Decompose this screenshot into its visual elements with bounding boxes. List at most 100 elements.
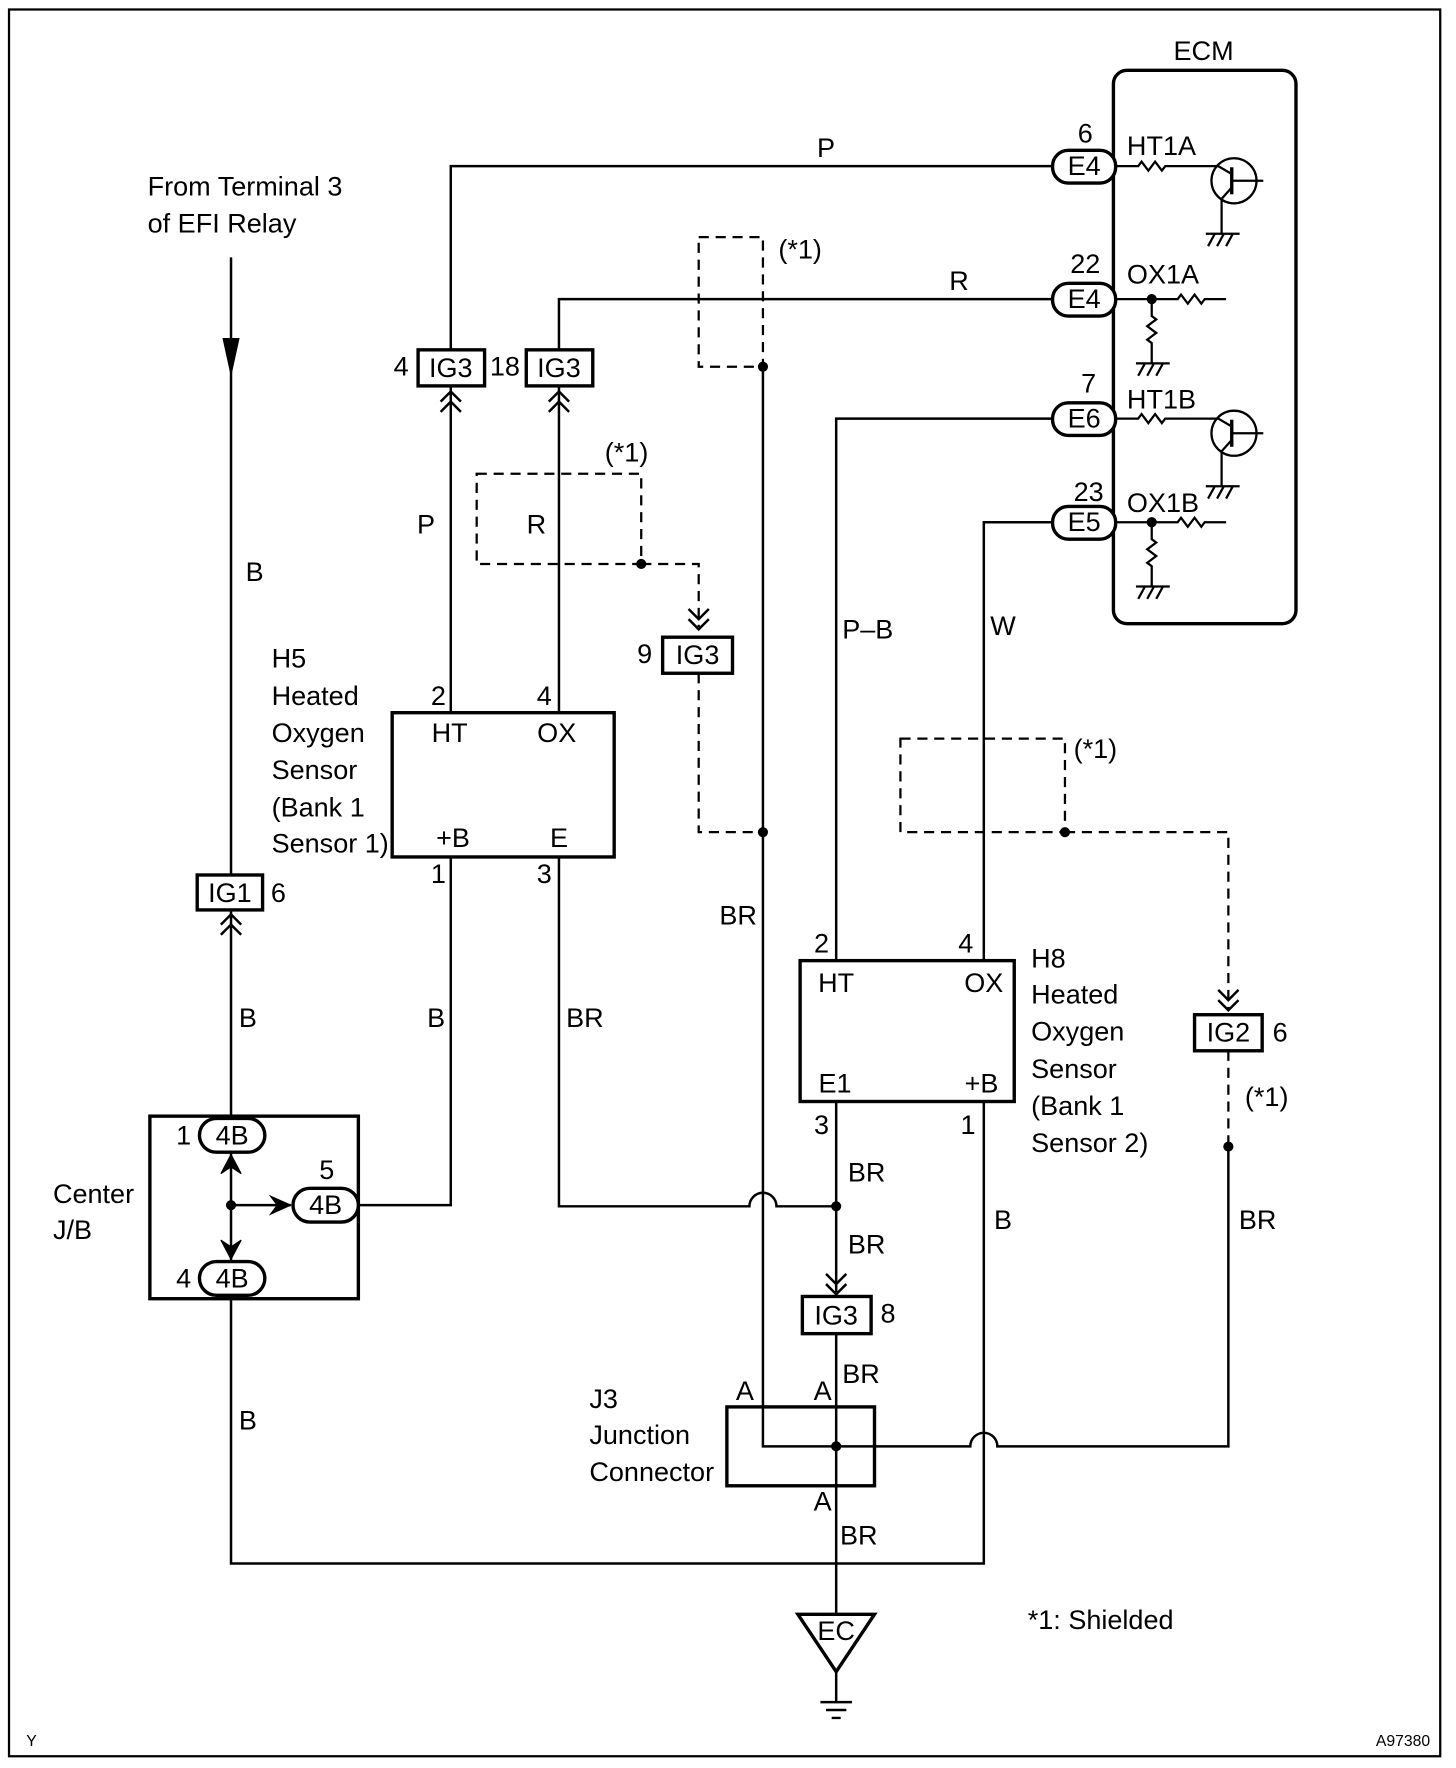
h5-pin-e: 3 [537, 859, 552, 889]
h5-sensor-box [390, 711, 616, 859]
shield-upper-outline [697, 236, 765, 368]
h8-pin-plus-b: 1 [961, 1110, 976, 1140]
wire-color-ecm-ox1a: R [949, 266, 969, 296]
h8-terminal-plus-b: +B [965, 1068, 999, 1098]
wire-shield-drain [761, 366, 1230, 1448]
h5-name-line3: Sensor [272, 755, 358, 785]
h8-sensor-box [798, 958, 1016, 1104]
page-border [7, 8, 1442, 1758]
shield-h8-drain [1064, 831, 1230, 1011]
wire-color-ig3-8-out: BR [842, 1359, 880, 1389]
wire-color-jb-to-ground: B [239, 1405, 257, 1435]
wire-color-h8-ox: W [990, 611, 1016, 641]
connector-ig3-18-label: IG3 [537, 353, 581, 383]
center-jb-connector-1-label: 4B [216, 1120, 249, 1150]
h5-terminal-ox: OX [537, 718, 576, 748]
connector-chevron-icon [439, 389, 462, 413]
j3-pin: A [814, 1376, 832, 1406]
center-jb-connector-1-pin: 1 [176, 1120, 191, 1150]
connector-ig3-4-box [416, 348, 487, 388]
transistor-leads [1217, 417, 1264, 487]
wire-color-h8-plus-b: B [994, 1205, 1012, 1235]
wire-jb-to-h8-plus-b [229, 1101, 986, 1565]
shield-mark: (*1) [1245, 1082, 1289, 1112]
wire-color-h8-ht: P–B [842, 614, 893, 644]
j3-junction-connector-box [725, 1405, 877, 1488]
h8-terminal-ox: OX [964, 968, 1003, 998]
junction-dot [831, 1441, 842, 1452]
connector-ig1-pin: 6 [271, 878, 286, 908]
connector-ig1-label: IG1 [208, 878, 252, 908]
junction-dot [225, 1200, 237, 1211]
h8-name-line4: (Bank 1 [1031, 1091, 1124, 1121]
source-label-line2: of EFI Relay [148, 209, 297, 239]
h5-pin-ox: 4 [537, 681, 552, 711]
figure-id: A97380 [1376, 1733, 1431, 1750]
h8-name-line1: Heated [1031, 979, 1118, 1009]
h8-name-line5: Sensor 2) [1031, 1128, 1148, 1158]
resistor-icon [1115, 515, 1227, 529]
wire-color-relay-feed: B [246, 557, 264, 587]
center-jb-connector-4-pin: 4 [176, 1263, 191, 1293]
j3-pin: A [814, 1487, 832, 1517]
connector-ig3-4-label: IG3 [429, 353, 473, 383]
h5-name-line5: Sensor 1) [272, 828, 389, 858]
arrow-down-icon [220, 1239, 242, 1261]
center-jb-connector-5-pin: 5 [319, 1155, 334, 1185]
wire-h8-ox [982, 521, 1053, 961]
h5-terminal-plus-b: +B [436, 823, 470, 853]
h8-pin-ht: 2 [814, 929, 829, 959]
wire-color-jb-to-h5: B [427, 1003, 445, 1033]
wire-color-h8-e1: BR [848, 1157, 886, 1187]
wire-color-ig3-8-in: BR [848, 1230, 886, 1260]
h8-name-line2: Oxygen [1031, 1017, 1124, 1047]
shield-mark: (*1) [605, 437, 649, 467]
connector-ig2-6-box [1192, 1013, 1264, 1053]
wire-ecm-ht1a [449, 164, 1053, 350]
j3-name-line2: Connector [589, 1457, 714, 1487]
h5-name-line4: (Bank 1 [272, 792, 365, 822]
ecm-connector-e4-22-pin: 22 [1070, 249, 1100, 279]
ecm-connector-e5-23-pin: 23 [1074, 477, 1104, 507]
chassis-ground-icon [1135, 585, 1170, 600]
wire-ecm-ox1a [557, 297, 1053, 350]
arrow-up-icon [220, 1153, 242, 1175]
wire-h8-ht [834, 417, 1053, 961]
j3-name-line1: Junction [589, 1420, 690, 1450]
j3-pin: A [736, 1376, 754, 1406]
resistor-icon [1115, 292, 1227, 306]
ecm-connector-e5-23-label: E5 [1068, 507, 1101, 537]
h8-pin-e1: 3 [814, 1110, 829, 1140]
ecm-box [1111, 68, 1298, 626]
resistor-icon [1145, 522, 1159, 587]
wire-color-ecm-ht1a: P [817, 133, 835, 163]
connector-chevron-icon [1217, 989, 1240, 1012]
h5-terminal-e: E [550, 823, 568, 853]
chassis-ground-icon [1135, 362, 1170, 377]
ground-ec-label: EC [817, 1616, 855, 1646]
ecm-connector-e4-6-pin: 6 [1078, 118, 1093, 148]
connector-ig3-8-pin: 8 [881, 1298, 896, 1328]
connector-ig3-4-pin: 4 [394, 352, 409, 382]
ecm-signal-ht1a: HT1A [1127, 131, 1196, 161]
ecm-connector-e4-6-label: E4 [1068, 151, 1101, 181]
connector-ig3-9-label: IG3 [676, 640, 720, 670]
wire-color-shield-drain-h8: BR [1239, 1205, 1277, 1235]
connector-ig3-9-pin: 9 [637, 639, 652, 669]
wire-color-shield-drain-upper: BR [719, 901, 757, 931]
h8-pin-ox: 4 [958, 929, 973, 959]
connector-ig2-6-pin: 6 [1273, 1018, 1288, 1048]
wire-color-h5-e: BR [566, 1003, 604, 1033]
shield-h5-drain-lower [697, 673, 763, 834]
h5-pin-plus-b: 1 [431, 859, 446, 889]
chassis-ground-icon [1205, 232, 1240, 247]
h5-code: H5 [272, 644, 307, 674]
arrow-right-icon [268, 1194, 293, 1216]
wire-color-h5-ht: P [417, 510, 435, 540]
connector-ig2-6-label: IG2 [1207, 1018, 1251, 1048]
wire-color-ig1-to-jb: B [239, 1003, 257, 1033]
resistor-icon [1115, 159, 1219, 173]
h8-terminal-e1: E1 [819, 1068, 852, 1098]
center-jb-connector-5-label: 4B [309, 1190, 342, 1220]
connector-ig3-18-pin: 18 [490, 352, 520, 382]
